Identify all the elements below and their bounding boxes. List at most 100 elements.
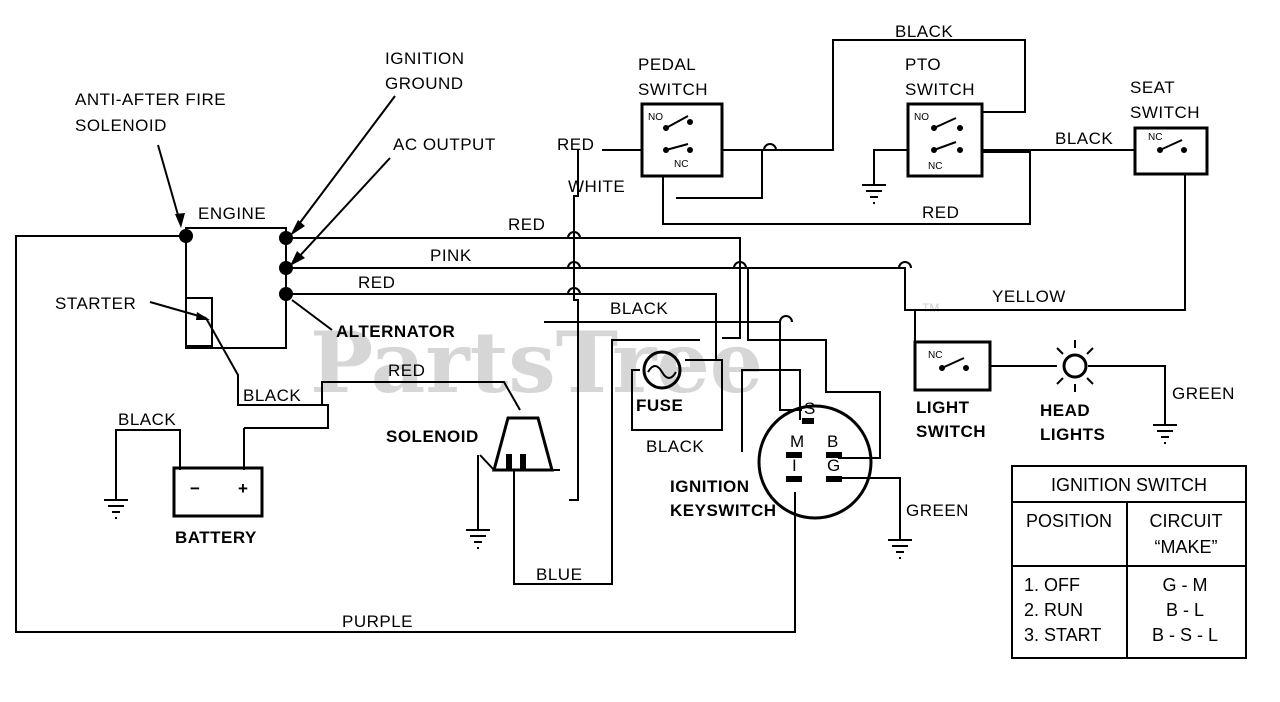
terminal-i bbox=[786, 476, 802, 482]
contact-nc-seat: NC bbox=[1148, 132, 1162, 143]
label-lights: LIGHTS bbox=[1040, 425, 1105, 444]
wire-label-blue: BLUE bbox=[536, 565, 582, 584]
col-header-position: POSITION bbox=[1026, 511, 1112, 531]
label-starter: STARTER bbox=[55, 294, 136, 313]
contact bbox=[957, 125, 963, 131]
battery-box bbox=[172, 466, 264, 518]
row-circuit: B - S - L bbox=[1152, 625, 1218, 645]
ignition-ground-terminal bbox=[279, 231, 293, 245]
terminal-label-b: B bbox=[827, 432, 839, 451]
col-header-circuit: CIRCUIT bbox=[1150, 511, 1223, 531]
terminal-g bbox=[826, 476, 842, 482]
alternator-terminal bbox=[279, 287, 293, 301]
crossing bbox=[567, 261, 581, 269]
wire-yellow bbox=[288, 150, 1186, 311]
wire-label-green-key: GREEN bbox=[906, 501, 969, 520]
terminal-label-i: I bbox=[792, 456, 797, 475]
table-frame bbox=[1011, 465, 1247, 659]
label-ground: GROUND bbox=[385, 74, 464, 93]
crossing bbox=[567, 231, 581, 239]
ground-symbols bbox=[104, 184, 1177, 559]
wire-red-pedal-out bbox=[676, 149, 763, 199]
wire-label-red-pedal: RED bbox=[557, 135, 594, 154]
label-ac-output: AC OUTPUT bbox=[393, 135, 496, 154]
wire-black-top bbox=[722, 39, 1026, 151]
wire-red-pto bbox=[662, 151, 1031, 225]
wire-label-black-mid: BLACK bbox=[610, 299, 668, 318]
wire-label-red-alt: RED bbox=[358, 273, 395, 292]
wire-label-black-starter: BLACK bbox=[243, 386, 301, 405]
row-circuit: B - L bbox=[1166, 600, 1204, 620]
wire-label-red-solenoid: RED bbox=[388, 361, 425, 380]
battery-plus: + bbox=[238, 479, 248, 498]
solenoid-terminal bbox=[506, 454, 512, 470]
wire-label-red-main: RED bbox=[508, 215, 545, 234]
wire-label-purple: PURPLE bbox=[342, 612, 413, 631]
terminal-m bbox=[786, 452, 802, 458]
pedal-switch-box bbox=[640, 102, 724, 178]
wire-label-yellow: YELLOW bbox=[992, 287, 1066, 306]
component-labels: ANTI-AFTER FIRE SOLENOID IGNITION GROUND… bbox=[55, 49, 1200, 547]
wire-label-black-seat: BLACK bbox=[1055, 129, 1113, 148]
label-ignition: IGNITION bbox=[385, 49, 465, 68]
terminal-b bbox=[826, 452, 842, 458]
switch-blade bbox=[1159, 139, 1183, 151]
wire-label-black-battery: BLACK bbox=[118, 410, 176, 429]
label-seat: SEAT bbox=[1130, 78, 1175, 97]
light-switch-box bbox=[913, 340, 992, 392]
contact-nc-light: NC bbox=[928, 350, 942, 361]
wire-blue bbox=[513, 339, 700, 585]
contact bbox=[963, 365, 969, 371]
label-ignition-key: IGNITION bbox=[670, 477, 750, 496]
ac-output-terminal bbox=[279, 261, 293, 275]
label-seat-switch: SWITCH bbox=[1130, 103, 1200, 122]
contact bbox=[687, 147, 693, 153]
solenoid-lead bbox=[479, 454, 495, 471]
contact-nc-pedal: NC bbox=[674, 159, 688, 170]
wire-label-pink: PINK bbox=[430, 246, 472, 265]
terminal-s bbox=[802, 418, 814, 424]
wire-red-solenoid bbox=[321, 381, 521, 411]
label-pedal: PEDAL bbox=[638, 55, 696, 74]
wires bbox=[15, 39, 1186, 633]
contact bbox=[687, 119, 693, 125]
wire-green-key bbox=[838, 477, 901, 540]
switch-blades bbox=[933, 117, 957, 151]
battery-minus: − bbox=[190, 479, 200, 498]
callout-arrows bbox=[149, 95, 396, 331]
wire-red-main bbox=[288, 237, 741, 339]
label-anti-after-fire: ANTI-AFTER FIRE bbox=[75, 90, 226, 109]
contact bbox=[1181, 147, 1187, 153]
label-keyswitch: KEYSWITCH bbox=[670, 501, 777, 520]
engine-block bbox=[185, 227, 287, 349]
col-header-make: “MAKE” bbox=[1155, 537, 1218, 557]
wire-black-starter bbox=[205, 317, 329, 429]
crossing bbox=[779, 315, 793, 323]
wire-green-lights bbox=[1088, 365, 1166, 425]
wire-label-black-fuse: BLACK bbox=[646, 437, 704, 456]
label-pto-switch: SWITCH bbox=[905, 80, 975, 99]
label-battery: BATTERY bbox=[175, 528, 257, 547]
label-pto: PTO bbox=[905, 55, 941, 74]
wire-black-battery bbox=[115, 429, 181, 500]
wire-black-fuse bbox=[631, 359, 723, 431]
label-light: LIGHT bbox=[916, 398, 970, 417]
wire-labels: BLACK RED BLACK WHITE RED RED PINK RED Y… bbox=[118, 22, 1234, 631]
terminal-label-s: S bbox=[804, 399, 816, 418]
crossing bbox=[733, 261, 747, 269]
contact-nc-pto: NC bbox=[928, 161, 942, 172]
wire-pto-ground bbox=[873, 149, 908, 185]
wire-white bbox=[569, 150, 579, 501]
switch-blades bbox=[665, 115, 689, 151]
label-engine: ENGINE bbox=[198, 204, 266, 223]
crossing bbox=[567, 287, 581, 295]
head-lights-symbol bbox=[1049, 340, 1101, 392]
fuse-element bbox=[647, 365, 677, 379]
label-head: HEAD bbox=[1040, 401, 1090, 420]
solenoid-terminal bbox=[520, 454, 526, 470]
wire-purple bbox=[15, 235, 796, 633]
contact-no-pedal: NO bbox=[648, 112, 663, 123]
wire-label-black-top: BLACK bbox=[895, 22, 953, 41]
